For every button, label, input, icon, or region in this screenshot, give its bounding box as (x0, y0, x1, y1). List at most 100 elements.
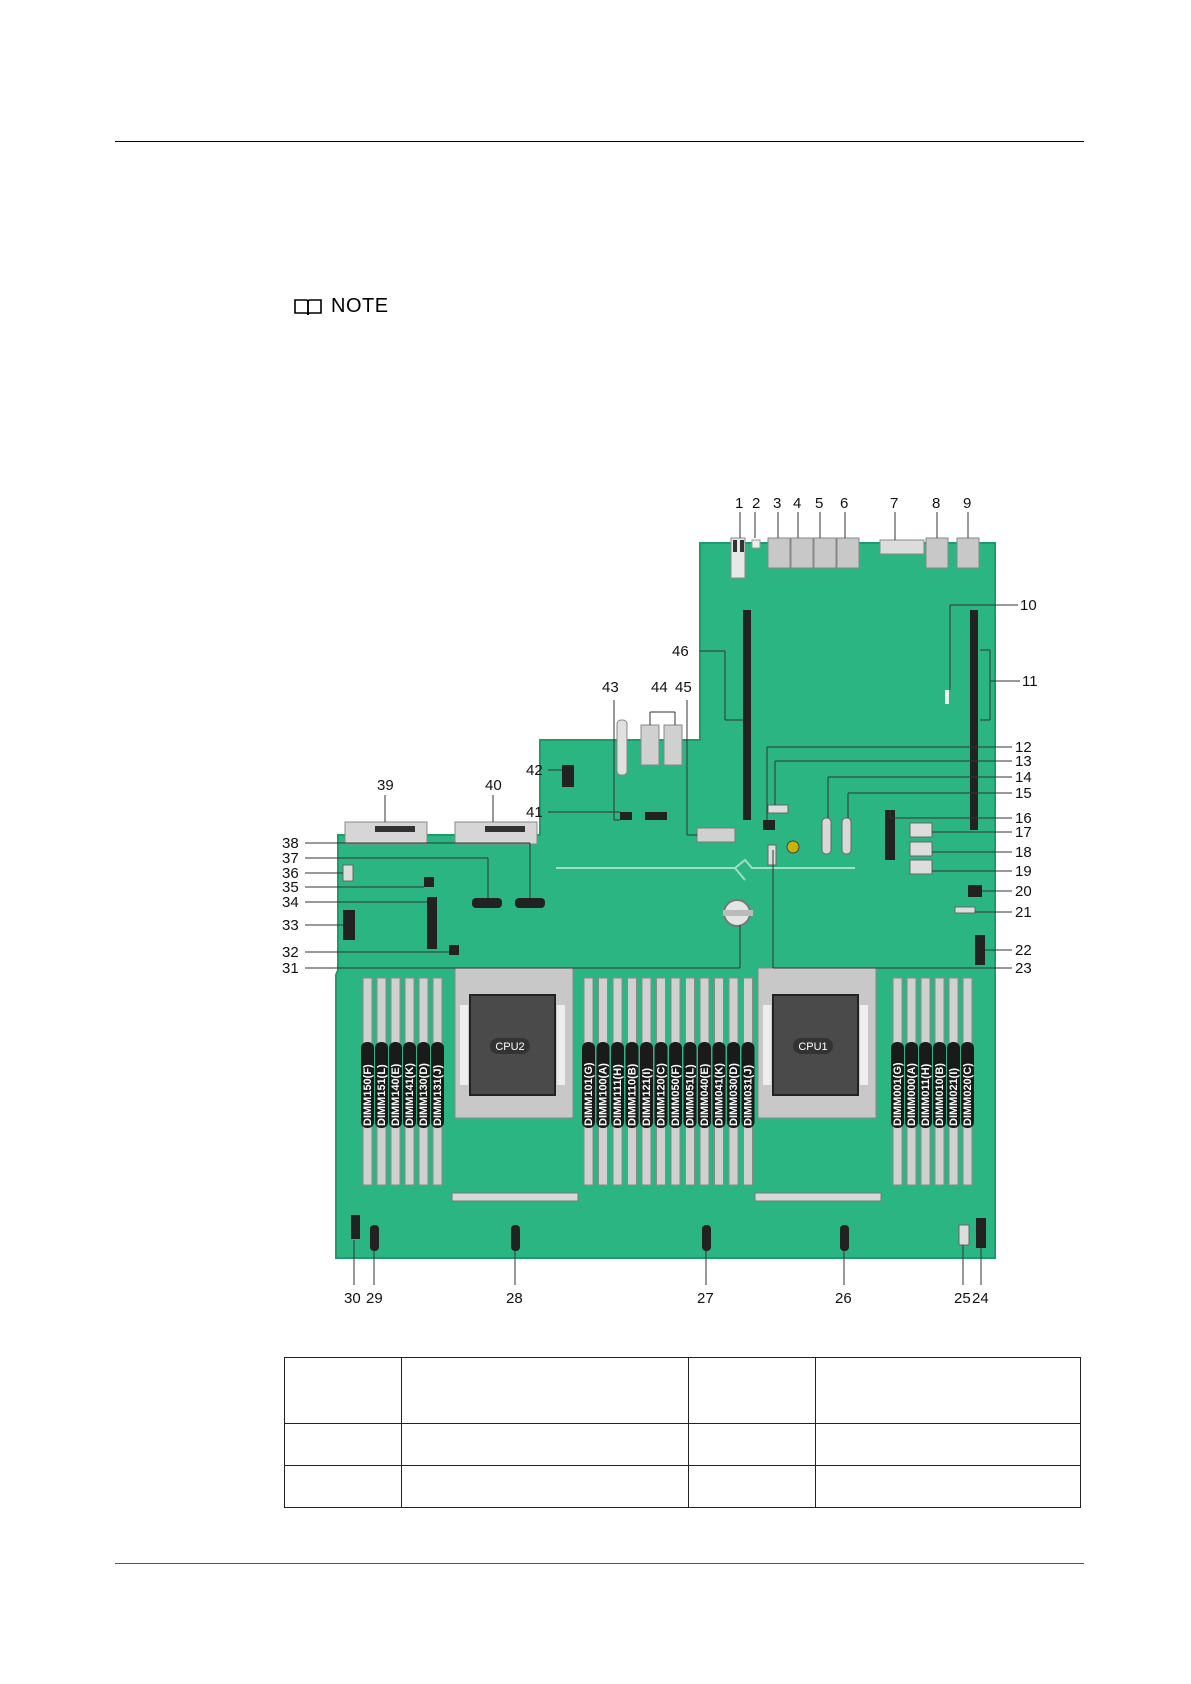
dimm-label-bg (596, 1042, 610, 1128)
callout-20: 20 (1015, 883, 1032, 900)
dimm-label: DIMM110(B) (627, 1063, 639, 1126)
dimm-label: DIMM100(A) (598, 1063, 610, 1126)
callout-6: 6 (840, 495, 848, 512)
callout-32: 32 (282, 944, 299, 961)
callout-41: 41 (526, 804, 543, 821)
dimm-label: DIMM141(K) (404, 1063, 416, 1126)
callout-27: 27 (697, 1290, 714, 1307)
callout-13: 13 (1015, 753, 1032, 770)
dimm-label: DIMM001(G) (892, 1062, 904, 1126)
callout-12: 12 (1015, 739, 1032, 756)
table-cell (815, 1465, 1081, 1508)
table-cell (284, 1357, 402, 1424)
callout-31: 31 (282, 960, 299, 977)
dimm-slots-middle: DIMM101(G)DIMM100(A)DIMM111(H)DIMM110(B)… (582, 977, 755, 1186)
table-cell (284, 1423, 402, 1466)
connector-39 (344, 821, 428, 845)
dimm-label-bg (933, 1042, 946, 1128)
cpu2-label: CPU2 (495, 1041, 524, 1053)
callout-8: 8 (932, 495, 940, 512)
callout-33: 33 (282, 917, 299, 934)
note-callout: NOTE (293, 295, 389, 318)
dimm-label: DIMM011(H) (920, 1063, 932, 1126)
dimm-label-bg (654, 1042, 668, 1128)
callout-21: 21 (1015, 904, 1032, 921)
note-label: NOTE (331, 295, 389, 317)
dimm-label: DIMM121(I) (641, 1068, 653, 1126)
callout-30: 30 (344, 1290, 361, 1307)
callout-24: 24 (972, 1290, 989, 1307)
dimm-label-bg (582, 1042, 595, 1128)
callout-numbers-right: 10 11 12 13 14 15 16 17 18 19 20 21 22 2… (1015, 597, 1038, 977)
callout-16: 16 (1015, 810, 1032, 827)
header-rule (115, 141, 1084, 142)
dimm-label-bg (669, 1042, 682, 1128)
table-row (284, 1423, 1081, 1466)
callout-23: 23 (1015, 960, 1032, 977)
dimm-label: DIMM021(I) (948, 1068, 960, 1126)
callout-22: 22 (1015, 942, 1032, 959)
dimm-label-bg (741, 1042, 755, 1128)
callout-34: 34 (282, 894, 299, 911)
footer-rule (115, 1563, 1084, 1564)
dimm-label: DIMM050(F) (670, 1064, 682, 1126)
callout-7: 7 (890, 495, 898, 512)
table-header-row (284, 1357, 1081, 1424)
callout-26: 26 (835, 1290, 852, 1307)
dimm-label: DIMM041(K) (714, 1063, 726, 1126)
dimm-label-bg (698, 1042, 711, 1128)
callout-numbers-top: 1 2 3 4 5 6 7 8 9 (735, 495, 971, 512)
dimm-label-bg (611, 1042, 624, 1128)
table-cell (815, 1423, 1081, 1466)
callout-39: 39 (377, 777, 394, 794)
callout-44: 44 (651, 679, 668, 696)
dimm-label-bg (891, 1042, 904, 1128)
dimm-label: DIMM010(B) (934, 1063, 946, 1126)
callout-numbers-bottom: 30 29 28 27 26 25 24 (344, 1290, 989, 1307)
callout-43: 43 (602, 679, 619, 696)
table-cell (815, 1357, 1081, 1424)
dimm-label-bg (683, 1042, 697, 1128)
table-row (284, 1465, 1081, 1508)
dimm-label-bg (640, 1042, 653, 1128)
dimm-label-bg (403, 1042, 416, 1128)
table-cell (401, 1465, 689, 1508)
callout-1: 1 (735, 495, 743, 512)
callout-17: 17 (1015, 824, 1032, 841)
dimm-label: DIMM101(G) (583, 1062, 595, 1126)
table-cell (688, 1423, 816, 1466)
legend-table (284, 1357, 1081, 1508)
callout-10: 10 (1020, 597, 1037, 614)
dimm-label: DIMM111(H) (612, 1064, 624, 1126)
table-cell (284, 1465, 402, 1508)
callout-40: 40 (485, 777, 502, 794)
dimm-label: DIMM131(J) (432, 1065, 444, 1126)
dimm-label: DIMM000(A) (906, 1063, 918, 1126)
dimm-label: DIMM140(E) (390, 1063, 402, 1126)
callout-numbers-left: 39 40 42 41 43 44 45 46 38 37 36 35 34 3… (282, 643, 692, 977)
callout-2: 2 (752, 495, 760, 512)
callout-29: 29 (366, 1290, 383, 1307)
callout-5: 5 (815, 495, 823, 512)
callout-15: 15 (1015, 785, 1032, 802)
connector-40 (454, 821, 538, 845)
cpu2-socket: CPU2 (454, 967, 574, 1119)
dimm-label: DIMM120(C) (656, 1063, 668, 1126)
dimm-label-bg (905, 1042, 918, 1128)
dimm-label-bg (961, 1042, 974, 1128)
table-cell (688, 1357, 816, 1424)
dimm-label: DIMM150(F) (362, 1064, 374, 1126)
cpu1-socket: CPU1 (757, 967, 877, 1119)
callout-18: 18 (1015, 844, 1032, 861)
dimm-label-bg (712, 1042, 726, 1128)
callout-25: 25 (954, 1290, 971, 1307)
callout-19: 19 (1015, 863, 1032, 880)
dimm-label: DIMM151(L) (376, 1064, 388, 1126)
dimm-label-bg (375, 1042, 388, 1128)
table-cell (688, 1465, 816, 1508)
dimm-label-bg (361, 1042, 374, 1128)
callout-28: 28 (506, 1290, 523, 1307)
callout-11: 11 (1022, 673, 1038, 690)
callout-35: 35 (282, 879, 299, 896)
